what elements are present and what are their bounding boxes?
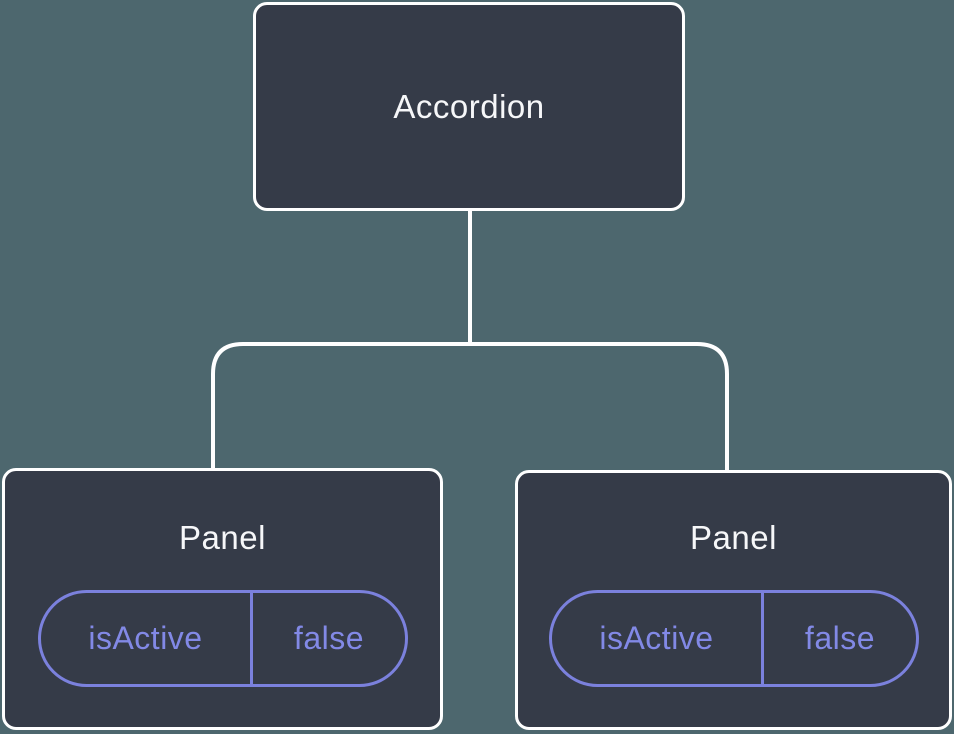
node-accordion-label: Accordion — [393, 87, 545, 125]
connector-branch — [211, 342, 729, 471]
state-value-right: false — [804, 620, 876, 656]
state-pill-right: isActive false — [548, 590, 919, 687]
state-key-left: isActive — [41, 593, 254, 684]
node-panel-right-label: Panel — [690, 519, 777, 556]
node-panel-left: Panel isActive false — [2, 468, 443, 730]
state-key-right: isActive — [552, 593, 765, 684]
state-value-left: false — [293, 620, 365, 656]
node-panel-right: Panel isActive false — [515, 470, 952, 730]
node-panel-left-label: Panel — [179, 519, 266, 556]
node-accordion: Accordion — [253, 2, 685, 211]
state-pill-left: isActive false — [37, 590, 408, 687]
